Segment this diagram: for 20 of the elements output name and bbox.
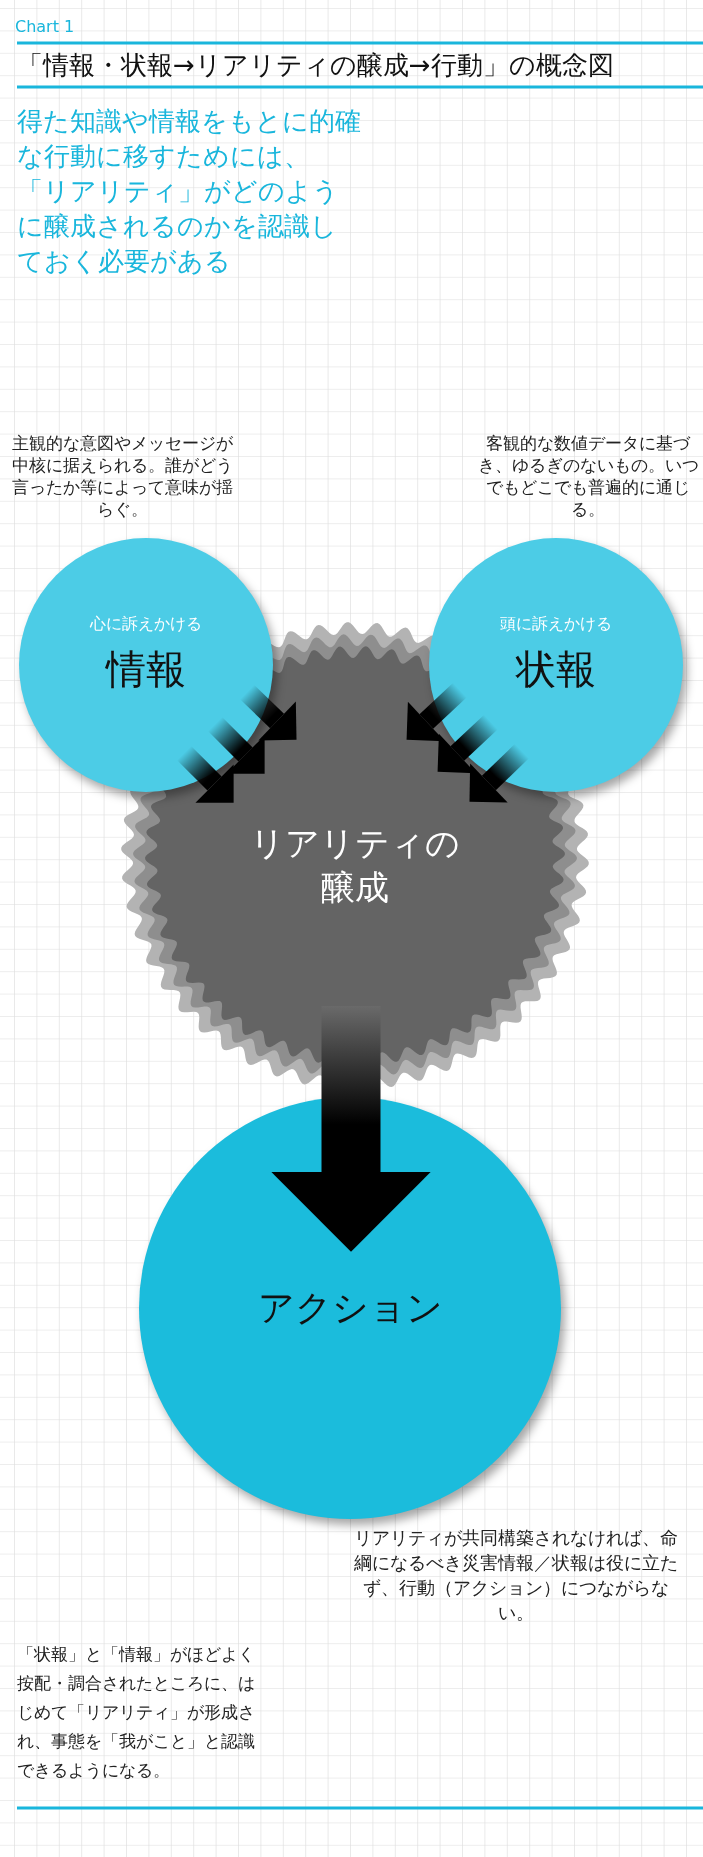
node-subtitle: 心に訴えかける bbox=[90, 612, 202, 635]
title: 「情報・状報→リアリティの醸成→行動」の概念図 bbox=[17, 49, 614, 82]
arrow bbox=[240, 684, 297, 741]
arrow bbox=[271, 1006, 431, 1252]
arrow bbox=[207, 716, 265, 774]
lead-text: 得た知識や情報をもとに的確な行動に移すためには、「リアリティ」がどのように醸成されるのかを認識しておく必要がある bbox=[17, 105, 362, 278]
node-title: 状報 bbox=[516, 645, 596, 695]
note-text: リアリティが共同構築されなければ、命綱になるべき災害情報／状報は役に立たず、行動（アクション）につながらない。 bbox=[353, 1527, 679, 1625]
note-text: 「状報」と「情報」がほどよく按配・調合されたところに、はじめて「リアリティ」が形成され、事態を「我がこと」と認識できるようになる。 bbox=[17, 1644, 256, 1782]
arrow bbox=[406, 682, 467, 742]
arrow bbox=[437, 714, 498, 774]
node-title: 情報 bbox=[106, 645, 186, 695]
node-title: リアリティの醸成 bbox=[249, 822, 461, 909]
note-text: 客観的な数値データに基づき、ゆるぎのないもの。いつでもどこでも普遍的に通じる。 bbox=[476, 433, 700, 521]
arrow bbox=[469, 743, 529, 803]
node-title: アクション bbox=[257, 1285, 443, 1330]
arrow bbox=[176, 745, 234, 803]
node-subtitle: 頭に訴えかける bbox=[500, 612, 612, 635]
note-text: 主観的な意図やメッセージが中核に据えられる。誰がどう言ったか等によって意味が揺らぐ。 bbox=[10, 433, 234, 521]
chart-number: Chart 1 bbox=[15, 16, 76, 38]
